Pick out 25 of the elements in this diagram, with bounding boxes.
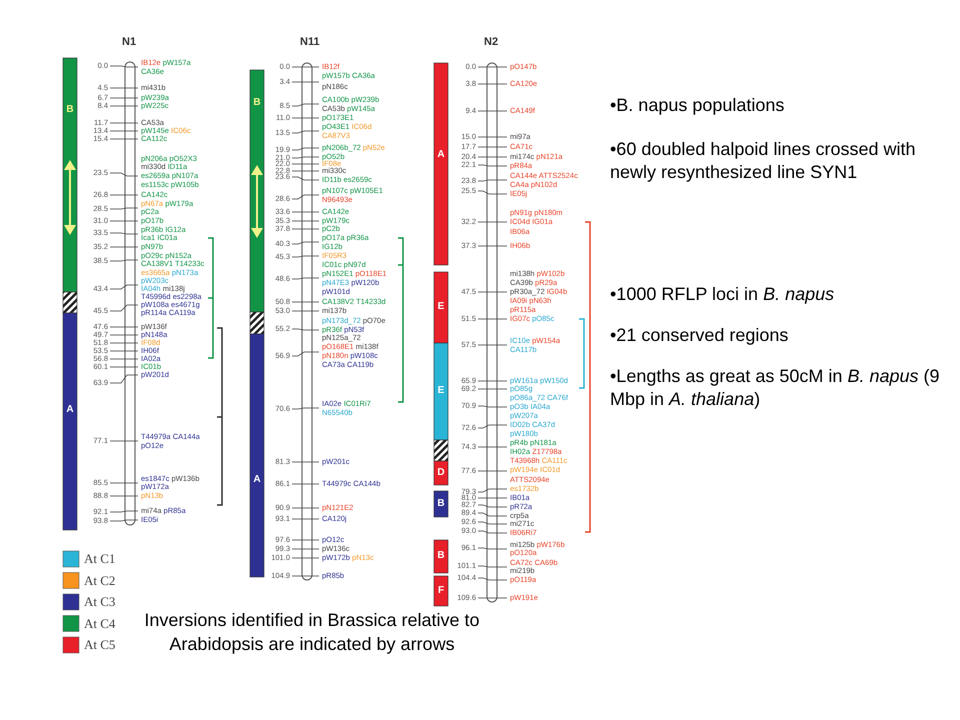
linkage-group-title: N2 <box>484 37 498 48</box>
block-letter: A <box>65 405 75 415</box>
bullet-text: •1000 RFLP loci in B. napus <box>610 283 836 306</box>
legend-label: At C3 <box>84 595 116 608</box>
block-letter: D <box>436 468 446 478</box>
bullet-text: •60 doubled halpoid lines crossed with newly resynthesized line SYN1 <box>610 138 916 184</box>
block-letter: A <box>252 475 262 485</box>
bullet-text: •Lengths as great as 50cM in B. napus (9 Mbp in A. thaliana) <box>610 365 941 412</box>
bullet-text: •B. napus populations <box>610 94 786 117</box>
block-letter: A <box>436 150 446 160</box>
legend-label: At C2 <box>84 574 116 586</box>
block-letter: B <box>436 499 446 509</box>
block-letter: B <box>65 105 75 115</box>
caption: Inversions identified in Brassica relative to Arabidopsis are indicated by arrows <box>143 609 481 656</box>
block-letter: B <box>436 551 446 561</box>
legend-label: At C4 <box>84 616 116 630</box>
linkage-group-title: N1 <box>122 37 136 48</box>
legend-label: At C1 <box>84 552 116 565</box>
linkage-group-title: N11 <box>300 37 320 48</box>
block-letter: E <box>436 386 446 396</box>
block-letter: E <box>436 302 446 312</box>
block-letter: F <box>436 586 446 596</box>
bullet-text: •21 conserved regions <box>610 324 790 347</box>
block-letter: B <box>252 98 262 108</box>
legend-label: At C5 <box>84 638 116 651</box>
